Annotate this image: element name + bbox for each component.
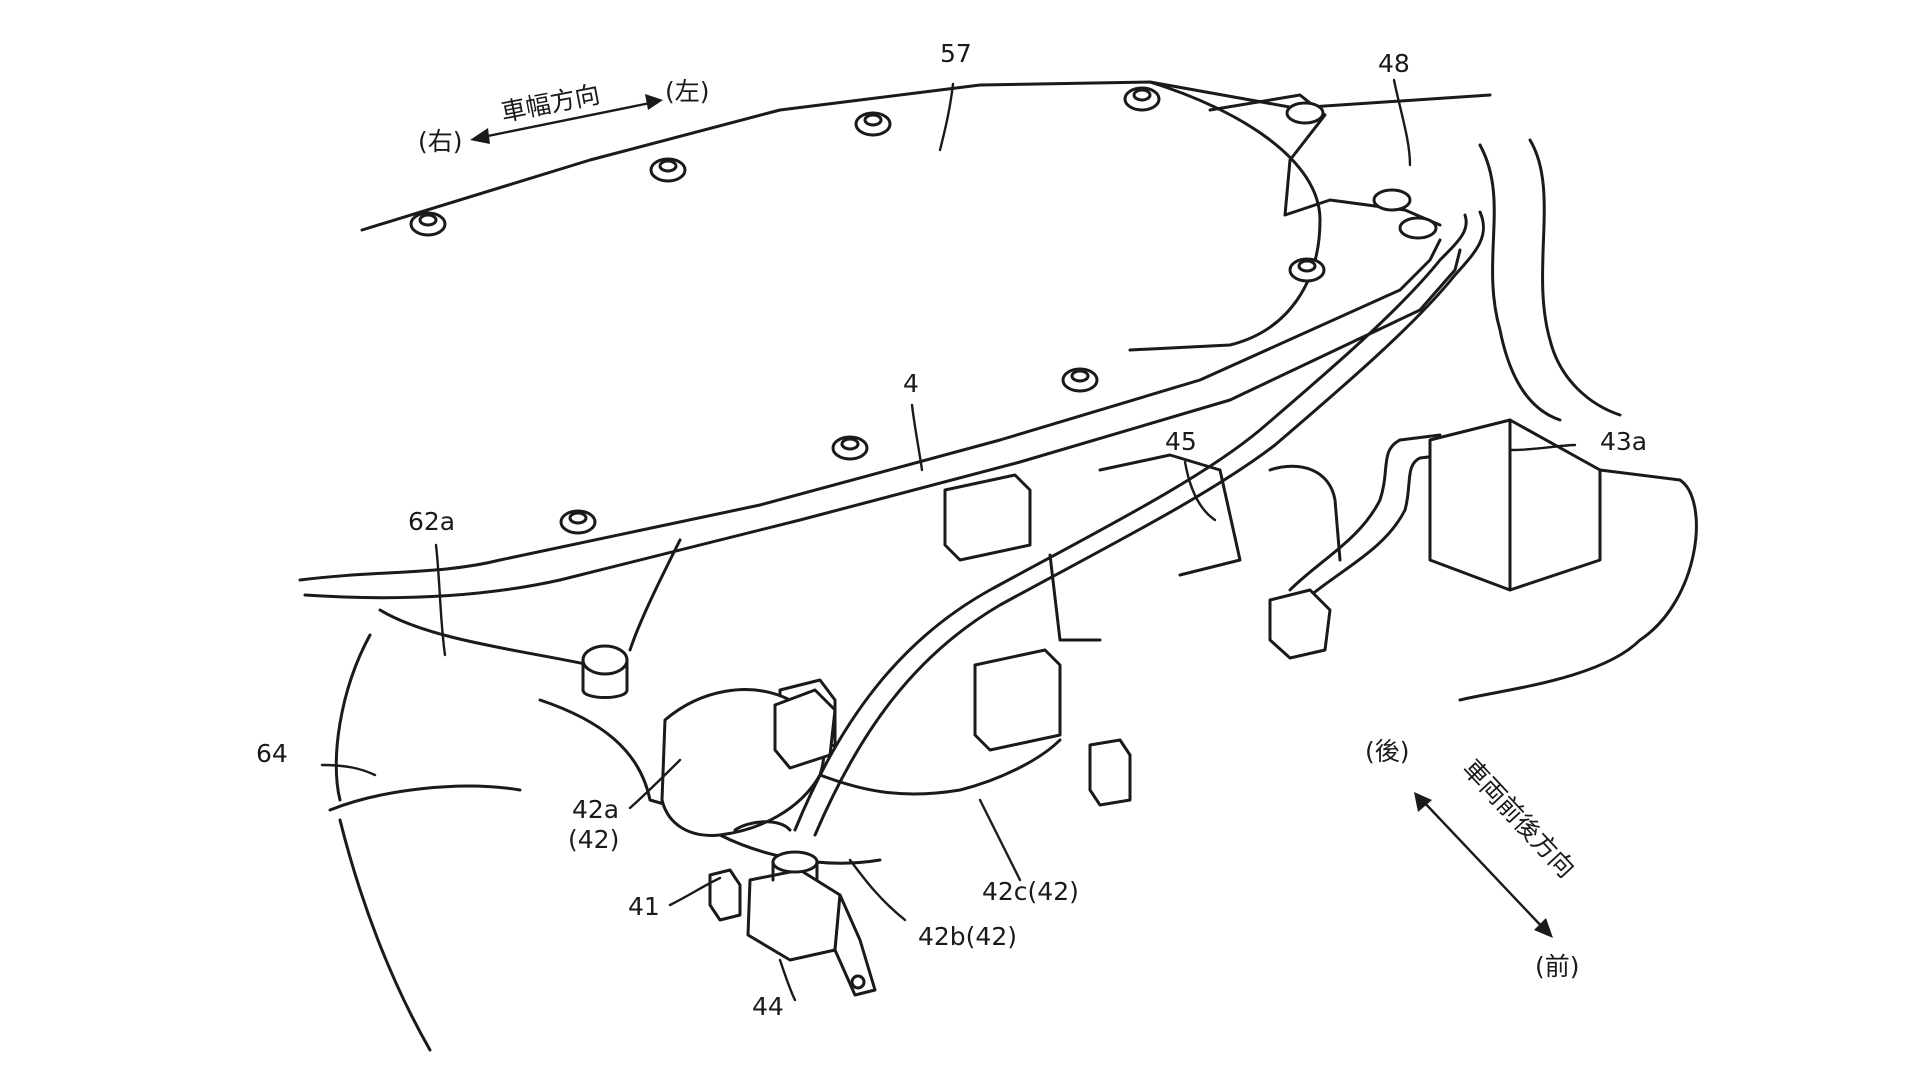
nipple-41-top <box>771 850 819 874</box>
length-direction-indicator: 車両前後方向 (後) (前) <box>1365 737 1581 981</box>
body-64-lower-edge <box>328 784 522 812</box>
fuel-pipe-45 <box>793 210 1486 837</box>
leader-42a <box>628 758 682 810</box>
leader-48 <box>1392 78 1412 167</box>
label-64: 64 <box>256 739 288 768</box>
body-64-left-edge <box>334 633 372 802</box>
bracket-44-body <box>746 868 842 962</box>
bracket-48 <box>1208 93 1442 240</box>
label-45: 45 <box>1165 427 1197 456</box>
bracket-48-bolt-lower <box>1398 216 1438 240</box>
pipe-clamp <box>1268 588 1332 660</box>
leader-lines <box>320 78 1577 1002</box>
leader-4 <box>910 403 924 472</box>
leader-62a <box>434 543 447 657</box>
pipe-45-edge-1 <box>793 213 1468 832</box>
bracket-44 <box>708 820 877 997</box>
bracket-48-bolt-mid <box>1372 188 1412 212</box>
label-42c: 42c(42) <box>982 877 1079 906</box>
block-45-housing <box>1098 453 1242 577</box>
bolts <box>409 86 1326 535</box>
bolt <box>559 509 597 535</box>
bolt <box>1288 257 1326 283</box>
bolt <box>409 211 447 237</box>
leader-43a <box>1508 443 1577 452</box>
body-64-front-edge <box>338 818 432 1052</box>
length-arrow-line <box>1420 798 1547 932</box>
bracket-44-tab <box>833 893 877 997</box>
label-44: 44 <box>752 992 784 1021</box>
pipe-45-edge-2 <box>813 210 1486 837</box>
bracket-41-clip <box>733 820 792 832</box>
leader-44 <box>778 958 797 1002</box>
connector-41-plug <box>708 868 742 922</box>
length-arrow-head-rear <box>1414 792 1432 812</box>
manifold-divider <box>628 538 682 652</box>
width-arrow-head-left <box>645 94 663 110</box>
width-axis-label: 車幅方向 <box>499 80 603 128</box>
manifold-boss-body <box>581 658 629 699</box>
label-41: 41 <box>628 892 660 921</box>
head-right-contour-2 <box>1528 138 1622 417</box>
bolt <box>854 111 892 137</box>
leader-42b <box>848 858 907 922</box>
label-4: 4 <box>903 369 919 398</box>
length-axis-label: 車両前後方向 <box>1457 754 1581 883</box>
head-outer-edge <box>298 238 1442 582</box>
manifold-boss <box>581 644 629 676</box>
head-right-contour <box>1478 143 1562 422</box>
head-lower-edge <box>303 248 1462 600</box>
label-42a-sub: (42) <box>568 825 619 854</box>
leader-42c <box>978 798 1022 882</box>
length-arrow-head-front <box>1534 918 1553 938</box>
bolt <box>1061 367 1099 393</box>
leader-45 <box>1183 460 1217 522</box>
pipe-43a-edge-2 <box>1303 453 1447 602</box>
pipe-43a-edge-1 <box>1288 433 1442 592</box>
canister-43a-outline <box>1458 468 1698 702</box>
width-left-label: (左) <box>665 77 710 106</box>
bolt <box>1123 86 1161 112</box>
leader-57 <box>938 82 955 152</box>
connector-block-right <box>1088 738 1132 807</box>
width-arrow-head-right <box>470 128 490 144</box>
nipple-41-body <box>771 860 819 882</box>
label-43a: 43a <box>1600 427 1647 456</box>
bracket-44-hole <box>850 974 866 990</box>
label-57: 57 <box>940 39 972 68</box>
connector-block-mid <box>973 648 1062 752</box>
label-48: 48 <box>1378 49 1410 78</box>
width-arrow-line <box>476 100 657 140</box>
block-45-bracket <box>1048 553 1102 642</box>
canister-43a <box>1428 418 1698 702</box>
width-direction-indicator: 車幅方向 (左) (右) <box>418 77 710 156</box>
valve-42c-body <box>818 738 1062 796</box>
block-right <box>1268 464 1342 562</box>
center-blocks <box>778 453 1342 807</box>
valve-42a-connector <box>773 688 837 770</box>
cover-right-edge <box>1128 80 1322 352</box>
bolt <box>831 435 869 461</box>
manifold-62a-edge <box>378 608 592 667</box>
cylinder-head-4 <box>298 138 1622 600</box>
label-62a: 62a <box>408 507 455 536</box>
reference-numerals: 57 48 4 45 43a 62a 64 42a (42) 41 44 42b… <box>256 39 1647 1021</box>
connector-block-upper <box>943 473 1032 562</box>
leader-64 <box>320 763 377 777</box>
length-front-label: (前) <box>1535 952 1580 981</box>
bracket-48-bolt-upper <box>1285 101 1325 125</box>
label-42b: 42b(42) <box>918 922 1017 951</box>
leader-41 <box>668 876 722 907</box>
pipe-to-43a <box>1268 433 1447 660</box>
bolt <box>649 157 687 183</box>
label-42a: 42a <box>572 795 619 824</box>
width-right-label: (右) <box>418 127 463 156</box>
purge-valve-42 <box>660 688 1062 865</box>
length-rear-label: (後) <box>1365 737 1410 766</box>
